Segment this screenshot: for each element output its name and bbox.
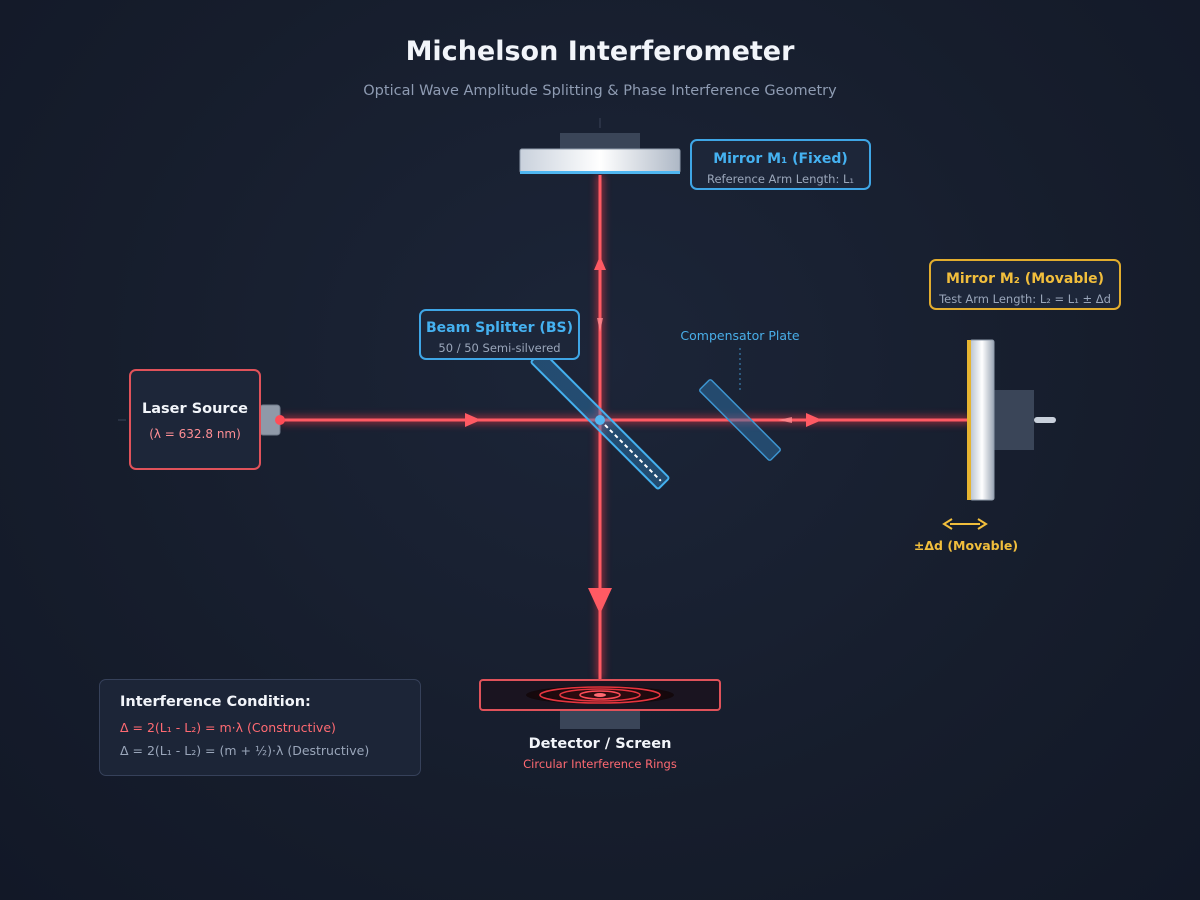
- mirror-m2-mount: [994, 390, 1034, 450]
- beam-output-arrow: [588, 588, 612, 614]
- condition-constructive: Δ = 2(L₁ - L₂) = m·λ (Constructive): [120, 720, 336, 735]
- beam-splitter-label: Beam Splitter (BS) 50 / 50 Semi-silvered: [419, 309, 580, 360]
- beam-glow: [280, 175, 970, 680]
- laser-wavelength: (λ = 632.8 nm): [149, 427, 241, 441]
- interference-rings: [526, 686, 674, 704]
- laser-source: Laser Source (λ = 632.8 nm): [129, 369, 261, 470]
- beam-splitter-center: [595, 415, 605, 425]
- condition-destructive: Δ = 2(L₁ - L₂) = (m + ½)·λ (Destructive): [120, 743, 370, 758]
- page-title: Michelson Interferometer: [405, 36, 795, 67]
- interference-condition-panel: Interference Condition: Δ = 2(L₁ - L₂) =…: [99, 679, 421, 776]
- beam-return-arrow: [597, 318, 603, 332]
- mirror-m2-actuator[interactable]: [1034, 417, 1056, 423]
- beam-direction-arrow: [594, 256, 606, 270]
- compensator-plate: [699, 379, 781, 461]
- laser-source-name: Laser Source: [142, 401, 248, 417]
- beam-splitter-name: Beam Splitter (BS): [426, 320, 573, 336]
- beam-direction-arrow: [806, 413, 822, 427]
- detector-mount: [560, 710, 640, 729]
- mirror-m1: [519, 148, 681, 174]
- mirror-m1-mount: [560, 133, 640, 149]
- mirror-m2-label: Mirror M₂ (Movable) Test Arm Length: L₂ …: [929, 259, 1121, 310]
- detector-detail: Circular Interference Rings: [523, 757, 677, 771]
- compensator-label: Compensator Plate: [680, 328, 800, 343]
- page-subtitle: Optical Wave Amplitude Splitting & Phase…: [363, 83, 837, 99]
- beam-direction-arrow: [465, 413, 481, 427]
- beam-return-arrow: [778, 417, 792, 423]
- beam-splitter-detail: 50 / 50 Semi-silvered: [438, 341, 561, 355]
- mirror-m2: [969, 339, 995, 501]
- movement-arrow-right: [977, 518, 988, 530]
- mirror-m2-detail: Test Arm Length: L₂ = L₁ ± Δd: [939, 292, 1111, 306]
- movement-arrow-left: [942, 518, 953, 530]
- mirror-m2-name: Mirror M₂ (Movable): [945, 271, 1105, 287]
- mirror-m1-name: Mirror M₁ (Fixed): [713, 151, 848, 167]
- mirror-m1-coating: [520, 171, 680, 174]
- condition-heading: Interference Condition:: [120, 694, 311, 710]
- mirror-m2-coating: [967, 340, 971, 500]
- mirror-m2-motion-label: ±Δd (Movable): [913, 538, 1019, 553]
- mirror-m1-label: Mirror M₁ (Fixed) Reference Arm Length: …: [690, 139, 871, 190]
- mirror-m1-detail: Reference Arm Length: L₁: [706, 172, 855, 186]
- detector-name: Detector / Screen: [528, 736, 672, 752]
- laser-aperture: [275, 415, 285, 425]
